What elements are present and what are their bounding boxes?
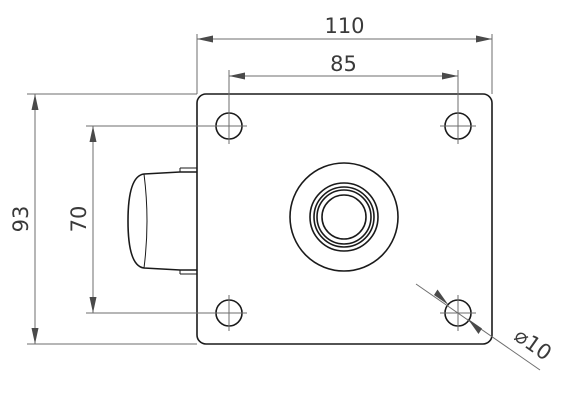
dimension-overall-width: 110 (196, 14, 493, 94)
dimension-label-hole-spacing-y: 70 (67, 206, 91, 233)
mounting-hole-top-left (211, 108, 247, 144)
mounting-hole-top-right (440, 108, 476, 144)
dimension-label-hole-spacing-x: 85 (330, 52, 357, 76)
mounting-hole-bottom-left (211, 295, 247, 331)
dimension-hole-spacing-x: 85 (228, 52, 459, 113)
dimension-hole-spacing-y: 70 (67, 125, 216, 314)
dimension-label-overall-width: 110 (324, 14, 364, 38)
mounting-plate (196, 93, 493, 345)
dimension-label-overall-height: 93 (9, 206, 33, 233)
wheel-side-view (127, 167, 197, 275)
kingpin-bearing (289, 162, 399, 272)
dimension-hole-diameter: ⌀10 (415, 283, 556, 371)
dimension-label-hole-diameter: ⌀10 (510, 323, 556, 365)
dimension-overall-height: 93 (9, 93, 197, 345)
